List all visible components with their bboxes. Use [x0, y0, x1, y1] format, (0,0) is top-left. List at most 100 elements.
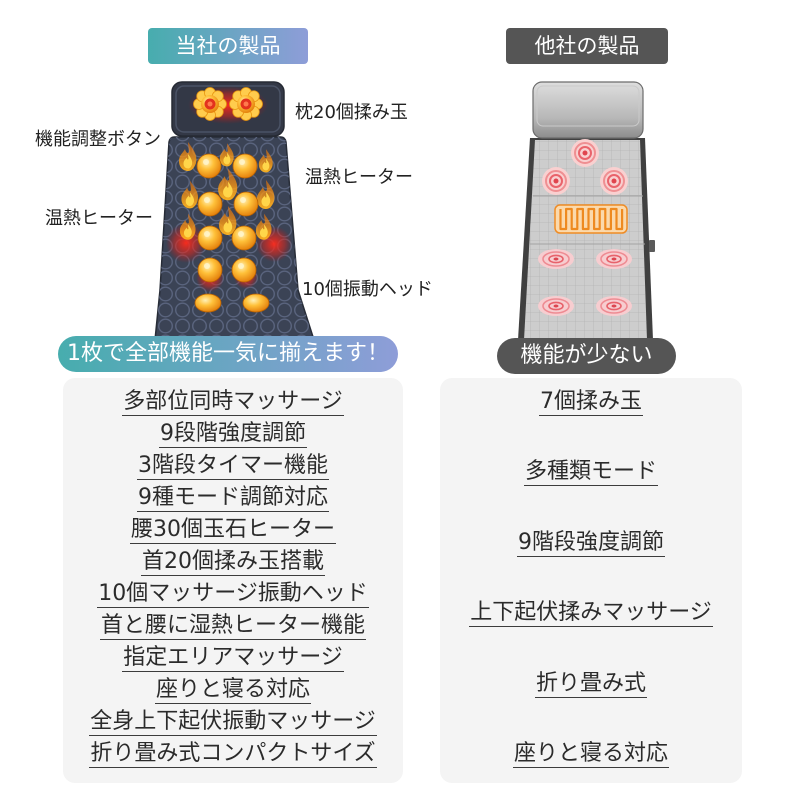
massage-roller: [197, 191, 223, 217]
roller-highlight: [203, 159, 209, 165]
massage-rollers: [194, 153, 270, 313]
ball-red-highlight: [207, 101, 213, 107]
feature-label: 3階段タイマー機能: [137, 452, 329, 480]
feature-item: 10個マッサージ振動ヘッド: [97, 578, 369, 610]
massage-roller: [231, 257, 257, 283]
flame-icon: [181, 180, 199, 209]
callout-heater-right: 温熱ヒーター: [305, 167, 413, 188]
massage-roller: [196, 153, 222, 179]
feature-label: 首と腰に湿熱ヒーター機能: [99, 612, 366, 640]
feature-label: 7個揉み玉: [539, 388, 643, 416]
feature-label: 折り畳み式: [534, 670, 647, 698]
node-center: [553, 178, 559, 184]
massage-roller: [233, 191, 259, 217]
heater-glow: [166, 223, 206, 263]
node-ring: [574, 142, 596, 164]
flame-inner: [259, 224, 268, 238]
pad-ring: [548, 301, 564, 311]
flame-icon: [255, 213, 272, 240]
our-features-panel: 多部位同時マッサージ 9段階強度調節 3階段タイマー機能 9種モード調節対応 腰…: [63, 378, 403, 783]
roller-highlight: [238, 231, 244, 237]
pad-ring: [542, 298, 570, 314]
node-ring: [607, 174, 621, 188]
feature-label: 指定エリアマッサージ: [122, 644, 344, 672]
massage-nodes: [542, 139, 628, 195]
feature-item: 首20個揉み玉搭載: [141, 546, 325, 578]
roller-highlight: [240, 197, 246, 203]
pillow-massage-balls: [193, 87, 263, 121]
roller-highlight: [204, 263, 210, 269]
callout-heater-left: 温熱ヒーター: [45, 208, 153, 229]
flame-inner: [223, 181, 233, 198]
feature-item: 腰30個玉石ヒーター: [130, 514, 336, 546]
feature-label: 首20個揉み玉搭載: [141, 548, 325, 576]
pillow-massage-ball: [229, 87, 263, 121]
feature-label: 座りと寝る対応: [154, 676, 311, 704]
flame-icon: [219, 143, 234, 167]
flame-icon: [179, 142, 197, 171]
massage-roller: [231, 225, 257, 251]
feature-label: 座りと寝る対応: [512, 741, 669, 769]
feature-item: 上下起伏揉みマッサージ: [469, 598, 713, 630]
feature-item: 折り畳み式コンパクトサイズ: [89, 738, 377, 770]
flame-icon: [257, 180, 275, 209]
feature-label: 全身上下起伏振動マッサージ: [89, 708, 377, 736]
heater-coil: [559, 207, 624, 231]
feature-item: 折り畳み式: [534, 668, 647, 700]
roller-highlight: [204, 197, 210, 203]
feature-item: 3階段タイマー機能: [137, 450, 329, 482]
feature-label: 多部位同時マッサージ: [122, 388, 344, 416]
feature-item: 7個揉み玉: [539, 386, 643, 418]
node-center: [611, 178, 617, 184]
vibration-pads: [538, 249, 632, 316]
node-ring: [603, 170, 625, 192]
callout-vibration-heads: 10個振動ヘッド: [302, 279, 433, 300]
feature-item: 座りと寝る対応: [512, 739, 669, 771]
flame-inner: [223, 218, 233, 233]
pillow-seam: [536, 85, 640, 127]
feature-item: 指定エリアマッサージ: [122, 642, 344, 674]
competitor-features-panel: 7個揉み玉 多種類モード 9階段強度調節 上下起伏揉みマッサージ 折り畳み式 座…: [440, 378, 742, 783]
feature-label: 上下起伏揉みマッサージ: [469, 600, 713, 628]
massage-roller: [197, 257, 223, 283]
massage-roller: [197, 225, 223, 251]
heat-flames: [179, 142, 275, 240]
side-tab: [649, 240, 655, 252]
vibration-head: [242, 293, 270, 313]
feature-label: 9階段強度調節: [517, 529, 665, 557]
pad-ring: [606, 254, 622, 264]
feature-item: 9段階強度調節: [159, 418, 307, 450]
our-feature-list: 多部位同時マッサージ 9段階強度調節 3階段タイマー機能 9種モード調節対応 腰…: [63, 378, 403, 770]
node-ring: [545, 170, 567, 192]
our-massage-mat-image: [154, 81, 316, 341]
callout-control-button: 機能調整ボタン: [35, 129, 161, 150]
node-center: [582, 150, 588, 156]
pad-center: [553, 304, 559, 308]
feature-label: 多種類モード: [523, 459, 658, 487]
pad-ring: [542, 251, 570, 267]
pad-ring: [600, 251, 628, 267]
competitor-product-header: 他社の製品: [506, 28, 668, 64]
feature-item: 首と腰に湿熱ヒーター機能: [99, 610, 366, 642]
competitor-feature-list: 7個揉み玉 多種類モード 9階段強度調節 上下起伏揉みマッサージ 折り畳み式 座…: [440, 378, 742, 771]
feature-item: 座りと寝る対応: [154, 674, 311, 706]
node-ring: [578, 146, 592, 160]
feature-label: 9段階強度調節: [159, 420, 307, 448]
pad-ring: [600, 298, 628, 314]
heater-pad: [554, 204, 628, 234]
competitor-massage-mat-image: [518, 81, 655, 340]
flame-inner: [261, 192, 271, 207]
flame-icon: [258, 149, 273, 173]
pad-center: [611, 304, 617, 308]
flame-icon: [179, 213, 196, 240]
feature-item: 9種モード調節対応: [137, 482, 329, 514]
feature-label: 腰30個玉石ヒーター: [130, 516, 336, 544]
roller-highlight: [238, 263, 244, 269]
our-summary-banner: 1枚で全部機能一気に揃えます！: [58, 336, 398, 372]
competitor-summary-banner: 機能が少ない: [497, 338, 676, 374]
heater-pad-base: [554, 204, 628, 234]
pad-center: [611, 257, 617, 261]
flame-inner: [262, 158, 270, 171]
feature-item: 9階段強度調節: [517, 527, 665, 559]
pad-ring: [606, 301, 622, 311]
